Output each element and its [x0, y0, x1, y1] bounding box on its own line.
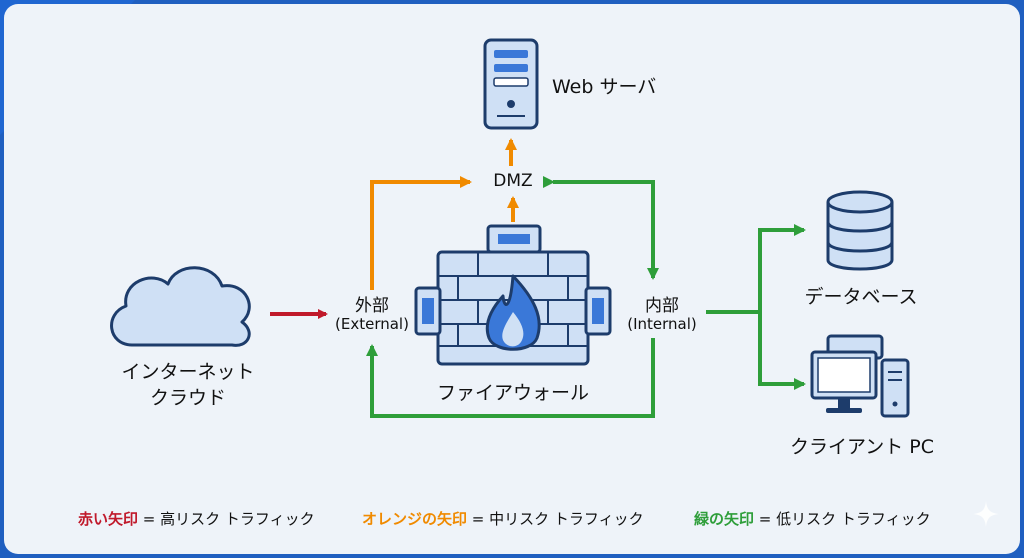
firewall-label: ファイアウォール: [436, 382, 589, 404]
database-label: データベース: [804, 286, 918, 308]
legend-text-red: = 高リスク トラフィック: [142, 510, 315, 528]
legend-text-green: = 低リスク トラフィック: [758, 510, 931, 528]
server-icon: [483, 38, 539, 130]
legend-item-green: 緑の矢印 = 低リスク トラフィック: [694, 508, 931, 529]
legend-item-red: 赤い矢印 = 高リスク トラフィック: [78, 508, 315, 529]
sparkle-icon: [973, 501, 999, 527]
client-pc-label: クライアント PC: [789, 436, 934, 458]
legend-key-orange: オレンジの矢印: [362, 510, 468, 528]
cloud-icon: [110, 266, 251, 347]
internal-sublabel: (Internal): [627, 315, 697, 333]
legend-text-orange: = 中リスク トラフィック: [471, 510, 644, 528]
legend-key-red: 赤い矢印: [78, 510, 139, 528]
dmz-label: DMZ: [493, 171, 533, 191]
web-server-label: Web サーバ: [552, 76, 657, 98]
orange-arrow-external-to-dmz: [370, 176, 472, 290]
cloud-label-line1: インターネット: [121, 361, 255, 383]
firewall-icon: [414, 224, 612, 366]
legend-item-orange: オレンジの矢印 = 中リスク トラフィック: [362, 508, 644, 529]
green-arrow-internal-dmz: [543, 176, 659, 280]
desktop-pc-icon: [810, 334, 910, 418]
database-icon: [826, 190, 894, 271]
external-label: 外部: [355, 296, 389, 316]
cloud-label-line2: クラウド: [149, 387, 226, 409]
internal-label: 内部: [645, 296, 679, 316]
external-sublabel: (External): [335, 315, 409, 333]
legend-key-green: 緑の矢印: [694, 510, 755, 528]
green-arrow-internal-to-external: [366, 338, 655, 418]
